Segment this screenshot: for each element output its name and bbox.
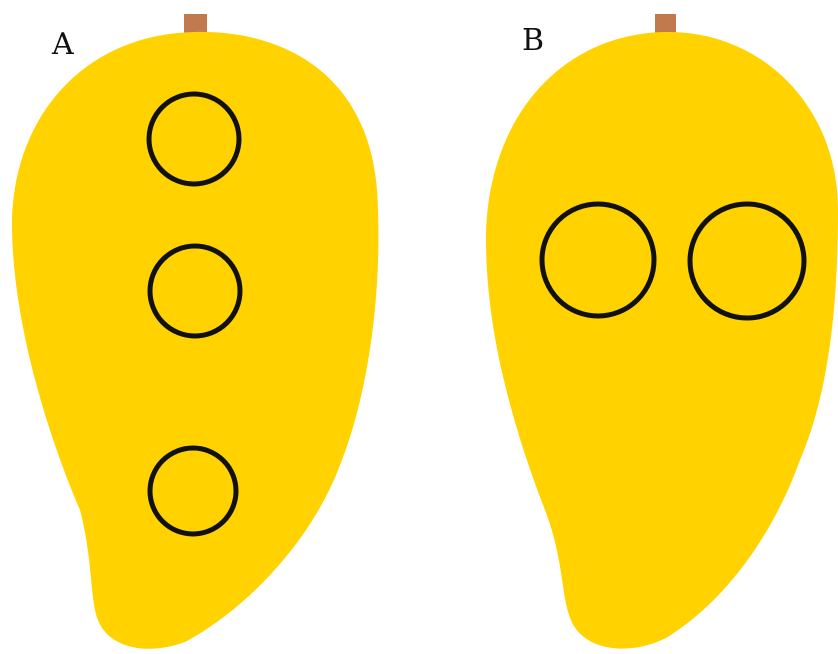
panel-a-fruit xyxy=(12,32,378,649)
panel-a-label: A xyxy=(51,27,74,62)
panel-a-stem xyxy=(184,14,207,34)
panel-b-fruit xyxy=(486,32,838,649)
panel-b-stem xyxy=(655,14,676,34)
panel-a: A xyxy=(12,14,378,649)
panel-b: B xyxy=(486,14,838,649)
panel-b-label: B xyxy=(522,23,544,58)
